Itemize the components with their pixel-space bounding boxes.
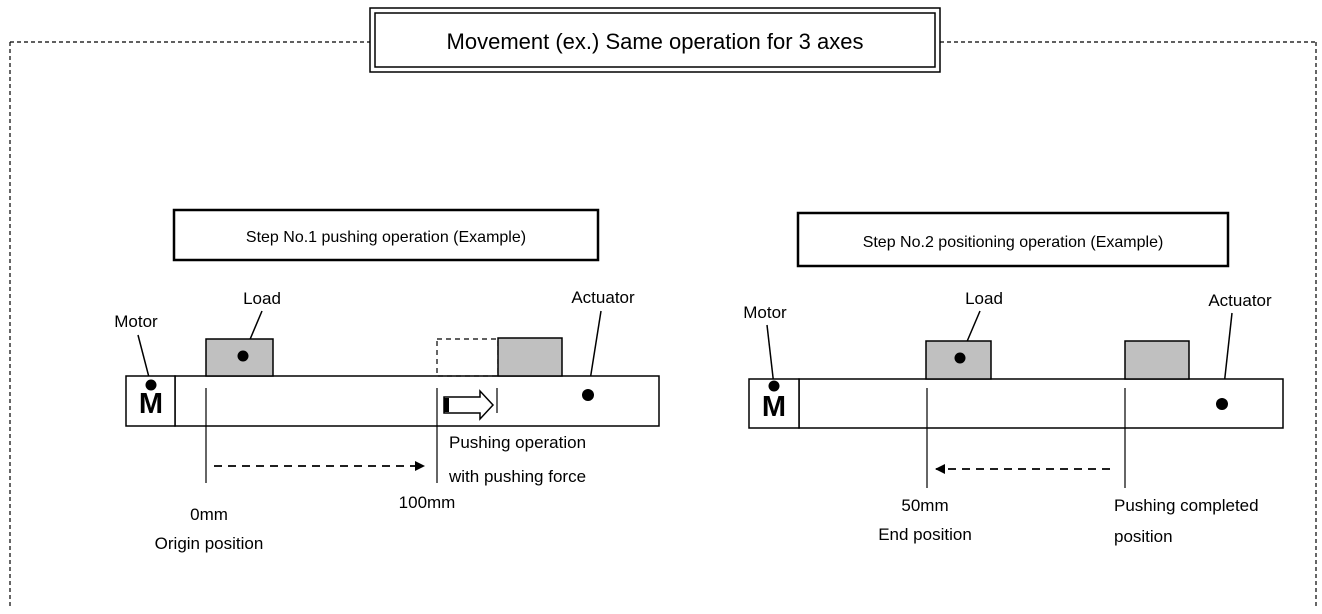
frame-title-box: Movement (ex.) Same operation for 3 axes xyxy=(369,7,941,73)
step2-motor-leader xyxy=(766,324,775,387)
step1-actuator-dot xyxy=(582,389,594,401)
step2-title-box xyxy=(796,211,1230,268)
step2-motor-letter: M xyxy=(762,391,786,423)
frame-title: Movement (ex.) Same operation for 3 axes xyxy=(447,29,864,54)
step2-diagram: Step No.2 positioning operation (Example… xyxy=(743,211,1284,546)
step2-title: Step No.2 positioning operation (Example… xyxy=(863,234,1164,251)
step1-diagram: Step No.1 pushing operation (Example) Lo… xyxy=(114,208,660,553)
step1-load-ghost xyxy=(436,338,499,377)
step2-target-caption: End position xyxy=(878,525,972,544)
step2-load-label: Load xyxy=(965,289,1003,308)
step1-load-dot xyxy=(237,350,249,362)
step1-push-label-line2: with pushing force xyxy=(448,467,586,486)
step2-actuator-dot xyxy=(1216,398,1228,410)
step2-target-label: 50mm xyxy=(901,496,948,515)
step1-load-label: Load xyxy=(243,289,281,308)
step2-load-dot xyxy=(954,352,966,364)
step2-start-caption-line1: Pushing completed xyxy=(1114,496,1259,515)
dashed-frame xyxy=(9,41,1317,609)
step1-load-pushed xyxy=(497,337,563,377)
step2-actuator-label: Actuator xyxy=(1208,291,1272,310)
step2-motor-dot xyxy=(768,380,780,392)
step1-motor-label: Motor xyxy=(114,312,158,331)
step1-title: Step No.1 pushing operation (Example) xyxy=(246,229,526,246)
step2-motor-label: Motor xyxy=(743,303,787,322)
step1-start-caption: Origin position xyxy=(155,534,264,553)
step2-start-caption-line2: position xyxy=(1114,527,1173,546)
step1-title-box xyxy=(172,208,600,262)
step2-actuator-rail xyxy=(798,378,1284,429)
step1-actuator-rail xyxy=(174,375,660,427)
step1-push-arrow xyxy=(443,389,495,421)
step1-push-label-line1: Pushing operation xyxy=(449,433,586,452)
step1-motor-dot xyxy=(145,379,157,391)
step1-motor-letter: M xyxy=(139,388,163,420)
step2-load-origin xyxy=(1124,340,1190,380)
step1-end-label: 100mm xyxy=(399,493,456,512)
step1-start-label: 0mm xyxy=(190,505,228,524)
step1-actuator-label: Actuator xyxy=(571,288,635,307)
step1-push-arrow-tail xyxy=(444,398,449,412)
